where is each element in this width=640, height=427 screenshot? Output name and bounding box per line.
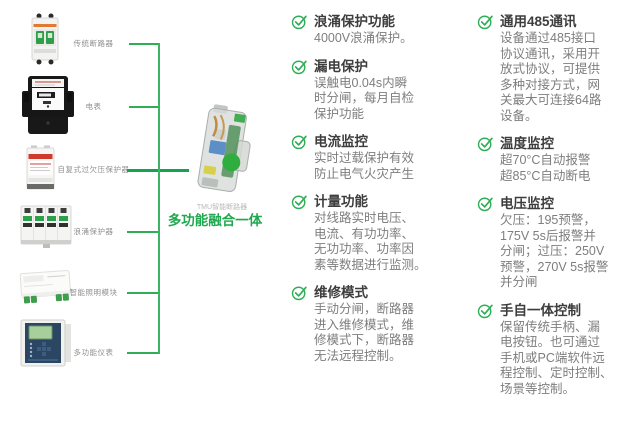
feature-title: 温度监控 — [500, 136, 554, 151]
feature-item: 漏电保护 误触电0.04s内瞬 时分闸，每月自检 保护功能 — [291, 57, 469, 123]
feature-item: 电压监控 欠压：195预警， 175V 5s后报警并 分闸；过压：250V 预警… — [477, 194, 639, 291]
feature-item: 浪涌保护功能 4000V浪涌保护。 — [291, 12, 469, 47]
device-label-ovp: 自复式过欠压保护器 — [57, 165, 130, 174]
feature-item: 温度监控 超70°C自动报警 超85°C自动断电 — [477, 134, 639, 184]
check-circle-icon — [291, 133, 308, 150]
device-label-surge: 浪涌保护器 — [73, 227, 114, 236]
center-title: 多功能融合一体 — [167, 213, 263, 228]
feature-title: 手自一体控制 — [500, 302, 581, 318]
feature-item: 通用485通讯 设备通过485接口 协议通讯，采用开 放式协议，可提供 多种对接… — [477, 12, 639, 124]
feature-item: 计量功能 对线路实时电压、 电流、有功功率、 无功功率、功率因 素等数据进行监测… — [291, 192, 469, 273]
feature-title: 浪涌保护功能 — [314, 14, 395, 29]
device-label-breaker: 传统断路器 — [73, 39, 114, 48]
feature-title: 计量功能 — [314, 194, 368, 209]
check-circle-icon — [477, 195, 494, 212]
circuit-breaker-image — [28, 12, 62, 66]
features-column-1: 浪涌保护功能 4000V浪涌保护。 漏电保护 误触电0.04s内瞬 时分闸，每月… — [291, 12, 469, 374]
feature-title: 电流监控 — [314, 134, 368, 149]
surge-protector-image — [19, 202, 73, 249]
feature-body: 保留传统手柄、漏 电按钮。也可通过 手机或PC端软件远 程控制、定时控制、 场景… — [500, 319, 613, 396]
lighting-module-image — [16, 264, 76, 308]
multifunction-meter-image — [19, 318, 73, 368]
feature-body: 超70°C自动报警 超85°C自动断电 — [500, 153, 591, 183]
feature-body: 4000V浪涌保护。 — [314, 31, 413, 45]
features-column-2: 通用485通讯 设备通过485接口 协议通讯，采用开 放式协议，可提供 多种对接… — [477, 12, 639, 407]
connector-stub-5 — [127, 292, 160, 294]
connector-stub-4 — [127, 231, 160, 233]
feature-body: 实时过载保护有效 防止电气火灾产生 — [314, 151, 415, 181]
feature-title: 维修模式 — [314, 285, 368, 300]
feature-title: 通用485通讯 — [500, 14, 577, 29]
check-circle-icon — [477, 135, 494, 152]
device-label-lighting: 智能照明模块 — [69, 288, 118, 297]
connector-stub-1 — [129, 43, 160, 45]
connector-stub-2 — [129, 106, 160, 108]
feature-body: 误触电0.04s内瞬 时分闸，每月自检 保护功能 — [314, 75, 415, 121]
feature-body: 欠压：195预警， 175V 5s后报警并 分闸；过压：250V 预警，270V… — [500, 213, 609, 289]
voltage-protector-image — [24, 145, 57, 192]
device-label-multimeter: 多功能仪表 — [73, 348, 114, 357]
check-circle-icon — [291, 193, 308, 210]
connector-stub-6 — [127, 352, 160, 354]
center-caption: TMU智能断路器 — [196, 204, 248, 211]
energy-meter-image — [20, 75, 76, 135]
feature-title: 漏电保护 — [314, 58, 368, 74]
check-circle-icon — [477, 302, 494, 319]
check-circle-icon — [291, 58, 308, 75]
feature-item: 维修模式 手动分闸，断路器 进入维修模式，维 修模式下，断路器 无法远程控制。 — [291, 283, 469, 364]
feature-item: 手自一体控制 保留传统手柄、漏 电按钮。也可通过 手机或PC端软件远 程控制、定… — [477, 301, 639, 398]
feature-item: 电流监控 实时过载保护有效 防止电气火灾产生 — [291, 132, 469, 182]
device-label-meter: 电表 — [85, 102, 102, 111]
feature-body: 手动分闸，断路器 进入维修模式，维 修模式下，断路器 无法远程控制。 — [314, 302, 415, 363]
feature-body: 设备通过485接口 协议通讯，采用开 放式协议，可提供 多种对接方式，网 关最大… — [500, 31, 602, 123]
connector-vertical-line — [158, 43, 160, 354]
smart-breaker-image — [183, 104, 263, 199]
check-circle-icon — [477, 13, 494, 30]
feature-body: 对线路实时电压、 电流、有功功率、 无功功率、功率因 素等数据进行监测。 — [314, 211, 427, 272]
check-circle-icon — [291, 284, 308, 301]
feature-title: 电压监控 — [500, 196, 554, 211]
check-circle-icon — [291, 13, 308, 30]
